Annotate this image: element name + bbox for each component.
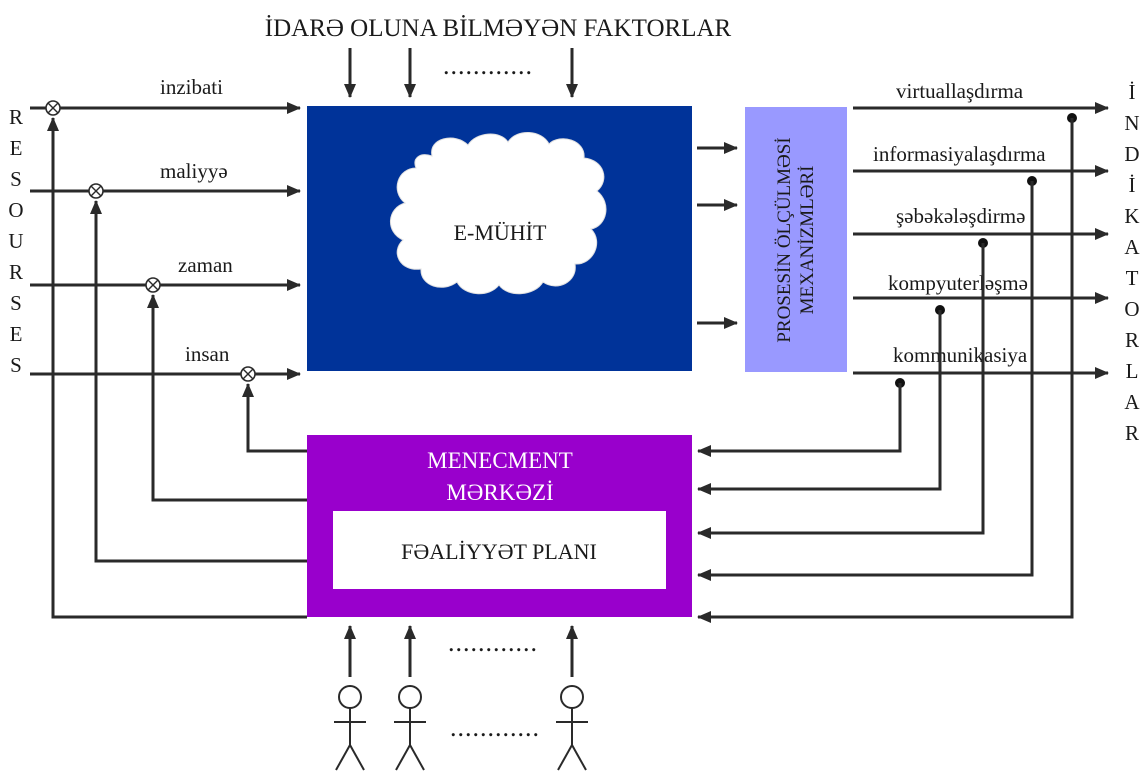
cloud-shape	[390, 132, 607, 295]
resources-letter: E	[10, 322, 23, 346]
mechanism-label-line1: PROSESİN ÖLÇÜLMƏSİ	[774, 137, 795, 342]
people-arrow-dots: ............	[448, 628, 538, 657]
feedback-from-kommunikasiya	[697, 383, 902, 457]
feedback-from-virtuallasdirma	[697, 118, 1074, 623]
output-label-virtuallasdirma: virtuallaşdırma	[896, 79, 1024, 103]
indicators-letter: A	[1124, 390, 1140, 414]
resources-letter: R	[9, 105, 23, 129]
junction-symbol	[88, 183, 104, 199]
indicators-label: İ N D İ K A T O R L A R	[1124, 80, 1140, 445]
indicators-letter: L	[1126, 359, 1139, 383]
management-center-title-line2: MƏRKƏZİ	[446, 480, 553, 505]
input-label-insan: insan	[185, 342, 230, 366]
person-icon	[394, 685, 426, 771]
feedback-line-inzibati	[47, 117, 307, 619]
indicators-letter: R	[1125, 328, 1139, 352]
person-icon	[334, 685, 366, 771]
input-label-inzibati: inzibati	[160, 75, 223, 99]
indicators-letter: K	[1124, 204, 1139, 228]
junction-symbol	[45, 100, 61, 116]
activity-plan-label: FƏALİYYƏT PLANI	[401, 539, 597, 564]
resources-letter: O	[8, 198, 23, 222]
feedback-from-kompyuterlesme	[697, 310, 942, 495]
input-label-maliyye: maliyyə	[160, 159, 228, 183]
resources-letter: S	[10, 167, 22, 191]
indicators-letter: D	[1124, 142, 1139, 166]
output-label-kompyuterlesme: kompyuterləşmə	[888, 271, 1028, 295]
mechanism-label-line2: MEXANİZMLƏRİ	[797, 166, 818, 315]
indicators-letter: O	[1124, 297, 1139, 321]
feedback-from-informasiyalasdirma	[697, 181, 1034, 581]
resources-letter: S	[10, 353, 22, 377]
uncontrollable-factors-label: İDARƏ OLUNA BİLMƏYƏN FAKTORLAR	[265, 15, 732, 42]
output-label-kommunikasiya: kommunikasiya	[893, 343, 1028, 367]
output-label-informasiyalasdirma: informasiyalaşdırma	[873, 142, 1046, 166]
output-label-sebekelesdirme: şəbəkələşdirmə	[896, 204, 1025, 228]
indicators-letter: T	[1126, 266, 1139, 290]
indicators-letter: İ	[1129, 173, 1136, 197]
feedback-line-insan	[242, 383, 307, 453]
people-dots: ............	[450, 713, 540, 742]
activity-plan-box	[333, 511, 666, 589]
indicators-letter: N	[1124, 111, 1139, 135]
e-environment-label: E-MÜHİT	[454, 220, 547, 245]
measurement-mechanism-block	[745, 107, 847, 372]
feedback-from-sebekelesdirme	[697, 243, 985, 539]
input-label-zaman: zaman	[178, 253, 233, 277]
person-icon	[556, 685, 588, 771]
feedback-line-maliyye	[90, 200, 307, 563]
junction-symbol	[145, 277, 161, 293]
factor-dots: ............	[443, 51, 533, 80]
resources-letter: R	[9, 260, 23, 284]
feedback-line-zaman	[147, 294, 307, 502]
management-center-title-line1: MENECMENT	[427, 448, 573, 473]
indicators-letter: A	[1124, 235, 1140, 259]
resources-letter: S	[10, 291, 22, 315]
resources-letter: E	[10, 136, 23, 160]
resources-letter: U	[8, 229, 23, 253]
indicators-letter: R	[1125, 421, 1139, 445]
junction-symbol	[240, 366, 256, 382]
indicators-letter: İ	[1129, 80, 1136, 104]
resources-label: R E S O U R S E S	[8, 105, 23, 377]
